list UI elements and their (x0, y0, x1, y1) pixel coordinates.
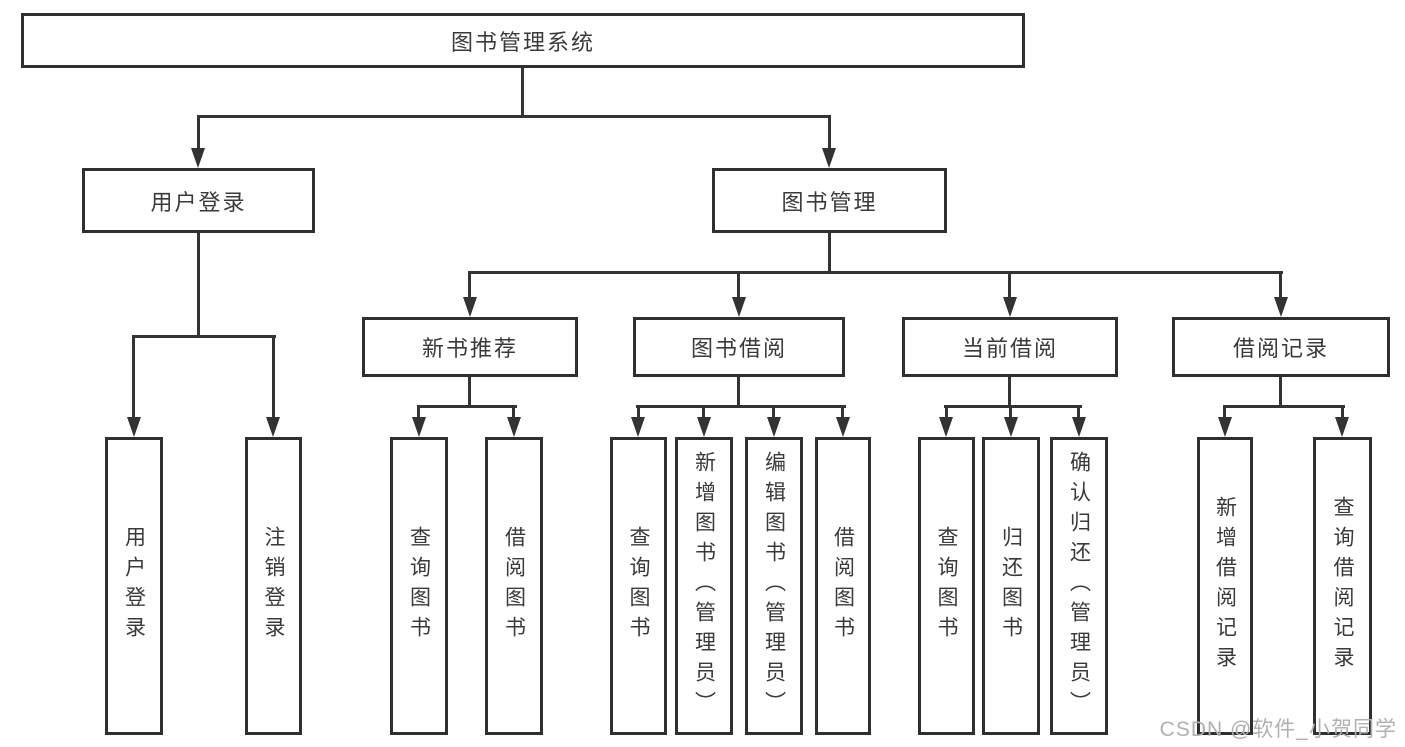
connector-line (702, 407, 705, 419)
node-label: 图书借阅 (690, 336, 787, 361)
arrow-down-icon (191, 148, 205, 168)
arrow-down-icon (266, 417, 280, 437)
leaf-current-confirm-return-admin: 确认归还（管理员） (1050, 437, 1108, 735)
connector-line (1077, 407, 1080, 419)
arrow-down-icon (767, 417, 781, 437)
connector-line (828, 117, 831, 148)
connector-line (636, 405, 846, 408)
leaf-label: 借阅图书 (831, 526, 855, 646)
leaf-record-add-borrow-record: 新增借阅记录 (1197, 437, 1253, 735)
connector-line (1223, 405, 1345, 408)
connector-line (468, 377, 471, 405)
connector-line (841, 407, 844, 419)
leaf-label: 查询图书 (935, 526, 958, 646)
connector-line (197, 115, 831, 118)
connector-line (1279, 377, 1282, 405)
node-user-login: 用户登录 (82, 168, 315, 233)
node-new-book-recommendation: 新书推荐 (362, 317, 578, 377)
arrow-down-icon (697, 417, 711, 437)
connector-line (737, 377, 740, 405)
leaf-label: 查询借阅记录 (1331, 496, 1354, 676)
leaf-label: 新增借阅记录 (1213, 496, 1237, 676)
connector-line (417, 407, 420, 419)
leaf-recommend-borrow-books: 借阅图书 (485, 437, 543, 735)
arrow-down-icon (1003, 297, 1017, 317)
leaf-label: 查询图书 (407, 526, 431, 646)
connector-line (512, 407, 515, 419)
connector-line (272, 337, 275, 417)
leaf-label: 新增图书（管理员） (692, 451, 716, 721)
arrow-down-icon (732, 297, 746, 317)
arrow-down-icon (1335, 417, 1349, 437)
arrow-down-icon (507, 417, 521, 437)
leaf-current-query-books: 查询图书 (918, 437, 975, 735)
connector-line (737, 273, 740, 297)
node-label: 用户登录 (150, 189, 247, 215)
arrow-down-icon (836, 417, 850, 437)
leaf-borrow-query-books: 查询图书 (610, 437, 667, 735)
arrow-down-icon (1004, 417, 1018, 437)
connector-line (197, 117, 200, 148)
connector-line (1279, 273, 1282, 297)
leaf-user-login: 用户登录 (105, 437, 163, 735)
arrow-down-icon (1072, 417, 1086, 437)
node-label: 借阅记录 (1232, 336, 1329, 361)
node-current-borrowing: 当前借阅 (902, 317, 1118, 377)
node-book-borrowing: 图书借阅 (633, 317, 845, 377)
node-label: 图书管理系统 (450, 29, 595, 55)
node-label: 图书管理 (781, 189, 878, 215)
leaf-label: 用户登录 (122, 526, 146, 646)
leaf-label: 查询图书 (627, 526, 650, 646)
connector-line (1009, 407, 1012, 419)
arrow-down-icon (631, 417, 645, 437)
leaf-label: 借阅图书 (502, 526, 526, 646)
node-borrowing-records: 借阅记录 (1172, 317, 1390, 377)
connector-line (637, 407, 640, 419)
leaf-borrow-edit-books-admin: 编辑图书（管理员） (745, 437, 803, 735)
leaf-recommend-query-books: 查询图书 (390, 437, 448, 735)
node-label: 当前借阅 (961, 336, 1058, 361)
arrow-down-icon (939, 417, 953, 437)
connector-line (1008, 377, 1011, 405)
leaf-borrow-add-books-admin: 新增图书（管理员） (675, 437, 733, 735)
connector-line (1223, 407, 1226, 419)
leaf-label: 归还图书 (999, 526, 1023, 646)
node-book-management: 图书管理 (712, 168, 947, 233)
leaf-label: 确认归还（管理员） (1067, 451, 1091, 721)
leaf-borrow-borrow-books: 借阅图书 (815, 437, 871, 735)
connector-line (468, 273, 471, 297)
connector-line (772, 407, 775, 419)
leaf-label: 注销登录 (262, 526, 285, 646)
watermark-text: CSDN @软件_小贺同学 (1159, 718, 1397, 741)
connector-line (945, 407, 948, 419)
connector-line (1341, 407, 1344, 419)
connector-line (944, 405, 1082, 408)
leaf-current-return-books: 归还图书 (982, 437, 1040, 735)
arrow-down-icon (822, 148, 836, 168)
connector-line (828, 233, 831, 273)
leaf-record-query-borrow-record: 查询借阅记录 (1313, 437, 1372, 735)
leaf-label: 编辑图书（管理员） (762, 451, 786, 721)
arrow-down-icon (463, 297, 477, 317)
connector-line (417, 405, 517, 408)
node-system-root: 图书管理系统 (21, 13, 1025, 68)
arrow-down-icon (1218, 417, 1232, 437)
connector-line (132, 335, 276, 338)
node-label: 新书推荐 (421, 336, 518, 361)
connector-line (468, 271, 1283, 274)
arrow-down-icon (1274, 297, 1288, 317)
arrow-down-icon (127, 417, 141, 437)
leaf-logout: 注销登录 (245, 437, 302, 735)
connector-line (132, 337, 135, 417)
connector-line (1008, 273, 1011, 297)
connector-line (197, 233, 200, 337)
arrow-down-icon (412, 417, 426, 437)
connector-line (521, 68, 524, 117)
